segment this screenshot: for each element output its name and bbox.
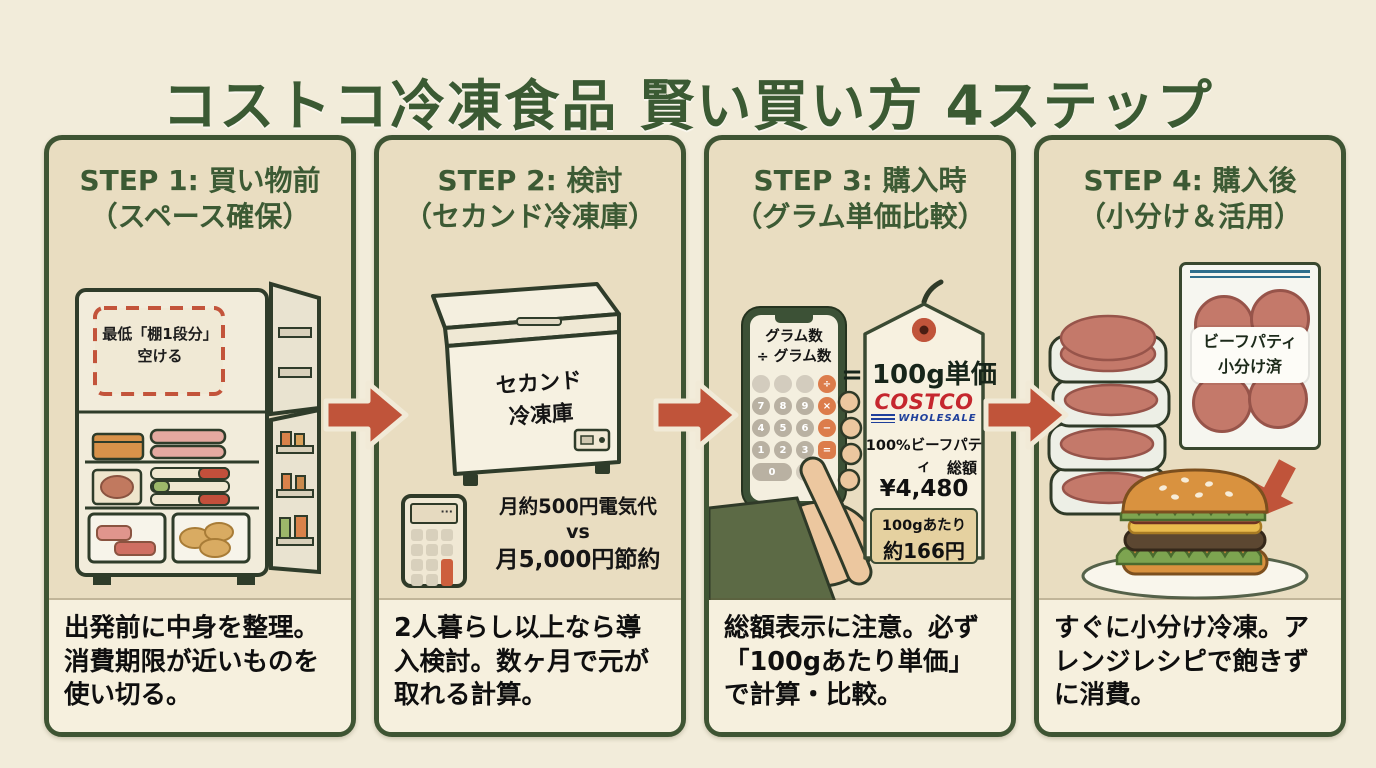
step3-description: 総額表示に注意。必ず「100gあたり単価」で計算・比較。 [709,600,1011,732]
step4-description: すぐに小分け冷凍。アレンジレシピで飽きずに消費。 [1039,600,1341,732]
step1-header: STEP 1: 買い物前 （スペース確保） [49,140,351,250]
step3-header: STEP 3: 購入時 （グラム単価比較） [709,140,1011,250]
bag-seal-line2 [1190,276,1310,278]
freezer-label: セカンド 冷凍庫 [463,363,617,438]
callout-line2: 空ける [137,346,183,365]
bag-label-line2: 小分け済 [1217,356,1282,376]
costco-wholesale-logo: WHOLESALE [871,413,977,424]
calculator-display: ··· [410,503,458,524]
bag-seal-line [1190,270,1310,273]
unit-price-highlight: 100gあたり 約166円 [870,508,978,564]
unit-price-equation: = 100g単価 [841,360,997,390]
arrow-right-icon [653,380,739,450]
step1-description: 出発前に中身を整理。消費期限が近いものを使い切る。 [49,600,351,732]
unit-price-value: 約166円 [883,539,965,563]
step1-illustration: 最低「棚1段分」 空ける [49,250,351,600]
ziplock-bag-icon: ビーフパティ 小分け済 [1179,262,1321,450]
chest-freezer-icon [431,282,621,486]
step2-illustration: セカンド 冷凍庫 ··· 月約500円電気代 vs 月5,000円節約 [379,250,681,600]
wholesale-text: WHOLESALE [898,413,977,424]
empty-shelf-callout: 最低「棚1段分」 空ける [97,324,223,368]
fridge-icon [75,281,321,585]
step2-description: 2人暮らし以上なら導入検討。数ヶ月で元が取れる計算。 [379,600,681,732]
step3-header-line1: STEP 3: 購入時 [753,164,967,198]
phone-screen-line2: ÷ グラム数 [756,348,832,365]
step2-header-line2: （セカンド冷凍庫） [403,200,656,233]
arrow-right-icon [323,380,409,450]
step3-header-line2: （グラム単価比較） [734,200,986,233]
electricity-vs-savings-note: 月約500円電気代 vs 月5,000円節約 [473,494,683,576]
equals-key: = [818,441,836,460]
arrow-right-icon [983,380,1069,450]
step1-panel: STEP 1: 買い物前 （スペース確保） [44,135,356,737]
step4-header: STEP 4: 購入後 （小分け＆活用） [1039,140,1341,250]
cost-line3: 月5,000円節約 [495,547,661,573]
logo-stripes-icon [871,414,896,423]
burger-icon [1081,468,1309,600]
page-title: コストコ冷凍食品 賢い買い方 4ステップ [162,73,1214,138]
hand-icon [709,390,875,602]
step4-illustration: ビーフパティ 小分け済 [1039,250,1341,600]
minus-key: − [818,419,836,438]
calculator-icon: ··· [401,494,467,588]
divide-key: ÷ [818,375,836,394]
price-tag-icon [863,279,985,560]
step4-header-line1: STEP 4: 購入後 [1083,164,1297,198]
wrapped-patties-stack-icon [1047,314,1171,516]
step1-header-line1: STEP 1: 買い物前 [79,164,321,198]
phone-screen-line1: グラム数 [765,329,823,345]
phone-notch-icon [775,315,813,323]
costco-logo: COSTCO [874,390,974,414]
multiply-key: × [818,397,836,416]
step2-header-line1: STEP 2: 検討 [437,164,623,198]
step2-panel: STEP 2: 検討 （セカンド冷凍庫） セカンド 冷凍庫 ··· [374,135,686,737]
tag-total-price: ¥4,480 [879,476,969,502]
tag-product-name: 100%ビーフパティ [865,438,983,475]
bag-label-line1: ビーフパティ [1202,332,1298,351]
callout-line1: 最低「棚1段分」 [102,325,218,343]
cost-line1: 月約500円電気代 [499,495,657,518]
bag-label: ビーフパティ 小分け済 [1192,327,1308,383]
step4-header-line2: （小分け＆活用） [1077,200,1302,233]
step4-panel: STEP 4: 購入後 （小分け＆活用） [1034,135,1346,737]
unit-price-label: 100gあたり [881,518,967,534]
step1-header-line2: （スペース確保） [89,200,311,233]
step2-header: STEP 2: 検討 （セカンド冷凍庫） [379,140,681,250]
tag-total-label: 総額 [946,459,977,477]
cost-line2: vs [566,521,590,544]
calculator-keys [411,529,457,586]
